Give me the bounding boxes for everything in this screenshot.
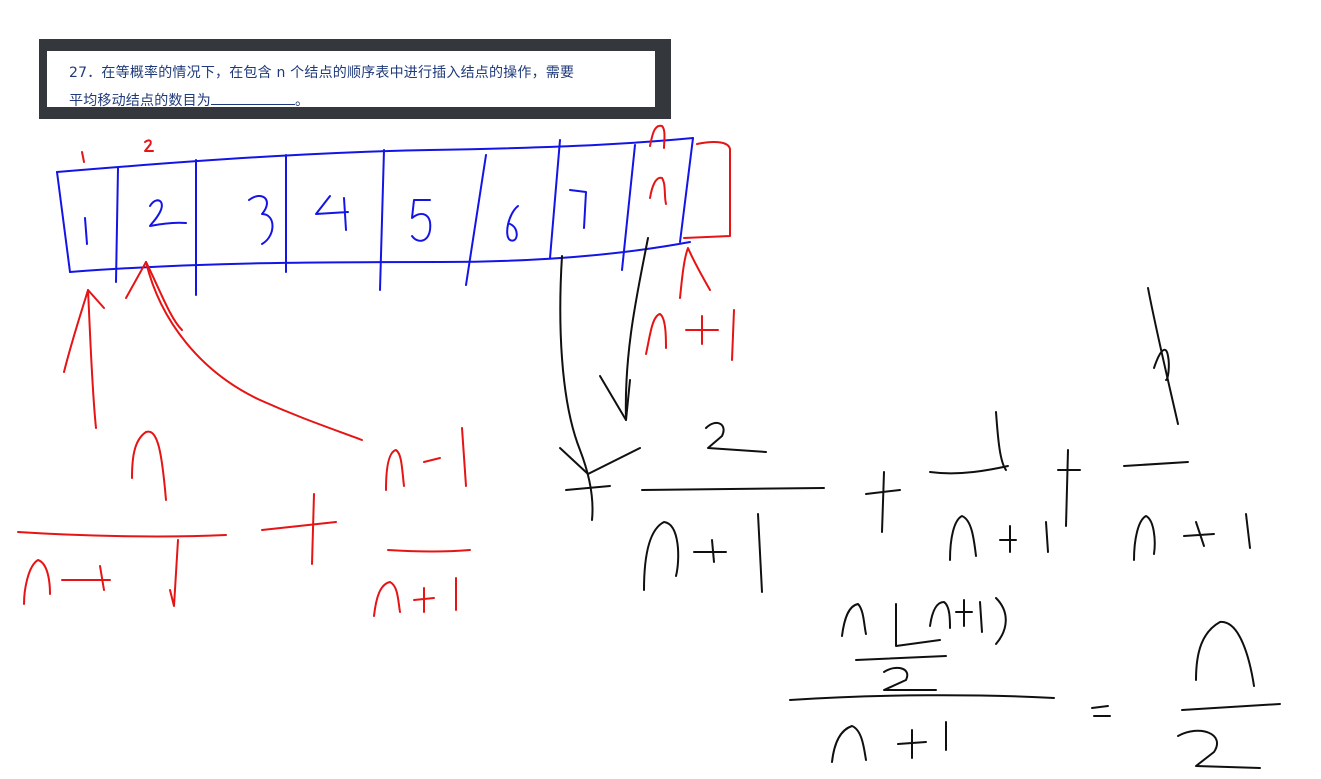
black-equals (1091, 705, 1111, 717)
index-label-1 (81, 151, 85, 163)
black-sum-inner-2 (883, 666, 937, 691)
black-frac2-denom-one (1045, 521, 1049, 553)
red-frac1-denom-one (169, 539, 179, 607)
digit-2 (149, 199, 187, 227)
question-line-2: 平均移动结点的数目为 (69, 93, 211, 109)
digit-7 (569, 189, 587, 229)
red-frac2-bar (387, 549, 471, 553)
black-frac1-denom-one (757, 513, 763, 593)
digit-3 (248, 195, 274, 245)
black-sum-num-plus (955, 599, 973, 627)
black-frac3-denom-one (1245, 513, 1251, 549)
black-plus-2 (1057, 449, 1081, 527)
red-frac1-denom-plus (61, 565, 111, 591)
red-frac2-denom-n (373, 581, 401, 617)
answer-blank (211, 90, 295, 105)
black-frac3-denom-n (1133, 515, 1156, 561)
divider-4 (379, 149, 385, 291)
black-sum-main-bar (789, 694, 1055, 701)
black-sum-denom-n (831, 725, 867, 763)
red-frac2-num-minus (423, 457, 441, 463)
digit-1 (84, 217, 88, 245)
arrow-down-from-cell8 (624, 237, 649, 421)
question-line-2-end: 。 (295, 93, 310, 109)
red-annotations (17, 124, 735, 617)
black-frac1-denom-plus (693, 539, 727, 563)
black-frac2-num-one (995, 411, 1007, 471)
black-sum-num-close (995, 597, 1007, 645)
label-n-plus-1-one (731, 309, 735, 361)
black-frac3-num-stroke (1147, 287, 1179, 425)
black-frac3-denom-plus (1183, 521, 1215, 547)
divider-7 (621, 144, 636, 271)
index-label-2 (144, 139, 154, 152)
divider-1 (115, 167, 119, 283)
label-n-plus-1-plus (685, 315, 719, 345)
black-derivation (559, 237, 1281, 769)
black-sum-num-n (841, 603, 867, 637)
black-frac3-num-hook (1153, 348, 1170, 381)
black-frac3-bar (1123, 461, 1189, 467)
array-bottom-edge (69, 241, 691, 273)
black-frac2-denom-n (949, 515, 977, 561)
question-box: 27．在等概率的情况下，在包含 n 个结点的顺序表中进行插入结点的操作，需要 平… (39, 39, 671, 119)
array-right-edge (679, 137, 694, 243)
red-frac2-denom-plus (413, 587, 435, 613)
black-sum-num-paren (895, 603, 941, 647)
extra-cell (683, 141, 731, 239)
top-n-label (649, 124, 666, 149)
array-top-edge (56, 137, 694, 173)
digit-4 (315, 195, 349, 231)
digit-6 (506, 205, 519, 242)
question-text: 27．在等概率的情况下，在包含 n 个结点的顺序表中进行插入结点的操作，需要 平… (69, 59, 649, 115)
black-sum-num-n2 (929, 601, 951, 629)
black-plus-1 (865, 471, 901, 533)
arrow-down-from-cell7-cross (565, 485, 611, 491)
black-result-n (1195, 620, 1255, 687)
array-left-edge (56, 171, 71, 273)
arrow-pos-2-curve (145, 261, 363, 441)
array-diagram (56, 137, 694, 296)
arrow-n-plus-1 (679, 247, 711, 299)
digit-5 (411, 199, 432, 242)
red-plus (261, 493, 337, 565)
red-frac1-bar (17, 531, 227, 538)
arrow-pos-1 (63, 289, 97, 429)
arrow-down-from-cell7-vee (559, 447, 641, 475)
red-frac1-numerator-n (131, 430, 167, 501)
black-frac2-bar (929, 465, 1009, 475)
arrow-pos-1-tip (87, 289, 105, 309)
red-frac2-num-n (385, 449, 405, 491)
arrow-down-from-cell7 (559, 255, 594, 521)
arrow-down-from-cell8-tip (599, 375, 631, 421)
arrow-pos-2-right (145, 261, 183, 331)
cell-n (649, 176, 667, 205)
black-sum-inner-bar (855, 655, 947, 661)
divider-5 (465, 154, 487, 286)
black-frac1-bar (641, 487, 825, 491)
black-frac2-denom-plus (999, 525, 1017, 553)
divider-6 (549, 139, 561, 259)
red-frac2-num-one (461, 427, 467, 487)
black-frac1-denom-n (643, 521, 680, 591)
black-result-bar (1181, 703, 1281, 711)
black-sum-num-one (979, 601, 983, 633)
red-frac1-denom-n (23, 559, 51, 605)
question-line-1: 27．在等概率的情况下，在包含 n 个结点的顺序表中进行插入结点的操作，需要 (69, 65, 575, 81)
black-sum-denom-plus (897, 729, 927, 759)
black-frac1-num-2 (705, 421, 767, 453)
arrow-pos-2-left (125, 261, 147, 299)
label-n-plus-1-n (645, 313, 667, 355)
black-result-2 (1177, 729, 1261, 769)
question-card: 27．在等概率的情况下，在包含 n 个结点的顺序表中进行插入结点的操作，需要 平… (47, 51, 655, 109)
